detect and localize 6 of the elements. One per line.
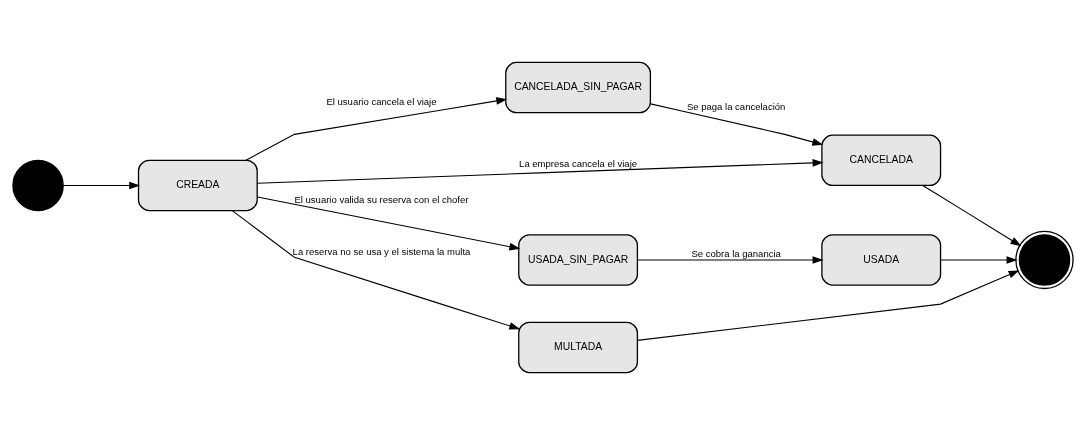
edge-label: La reserva no se usa y el sistema la multa (292, 245, 471, 257)
edge-label: El usuario valida su reserva con el chofer (294, 193, 469, 205)
edge-label: El usuario cancela el viaje (326, 95, 437, 107)
edge-label: Se paga la cancelación (686, 100, 786, 112)
edge-label: Se cobra la ganancia (691, 247, 781, 259)
edge-label: La empresa cancela el viaje (519, 157, 638, 169)
